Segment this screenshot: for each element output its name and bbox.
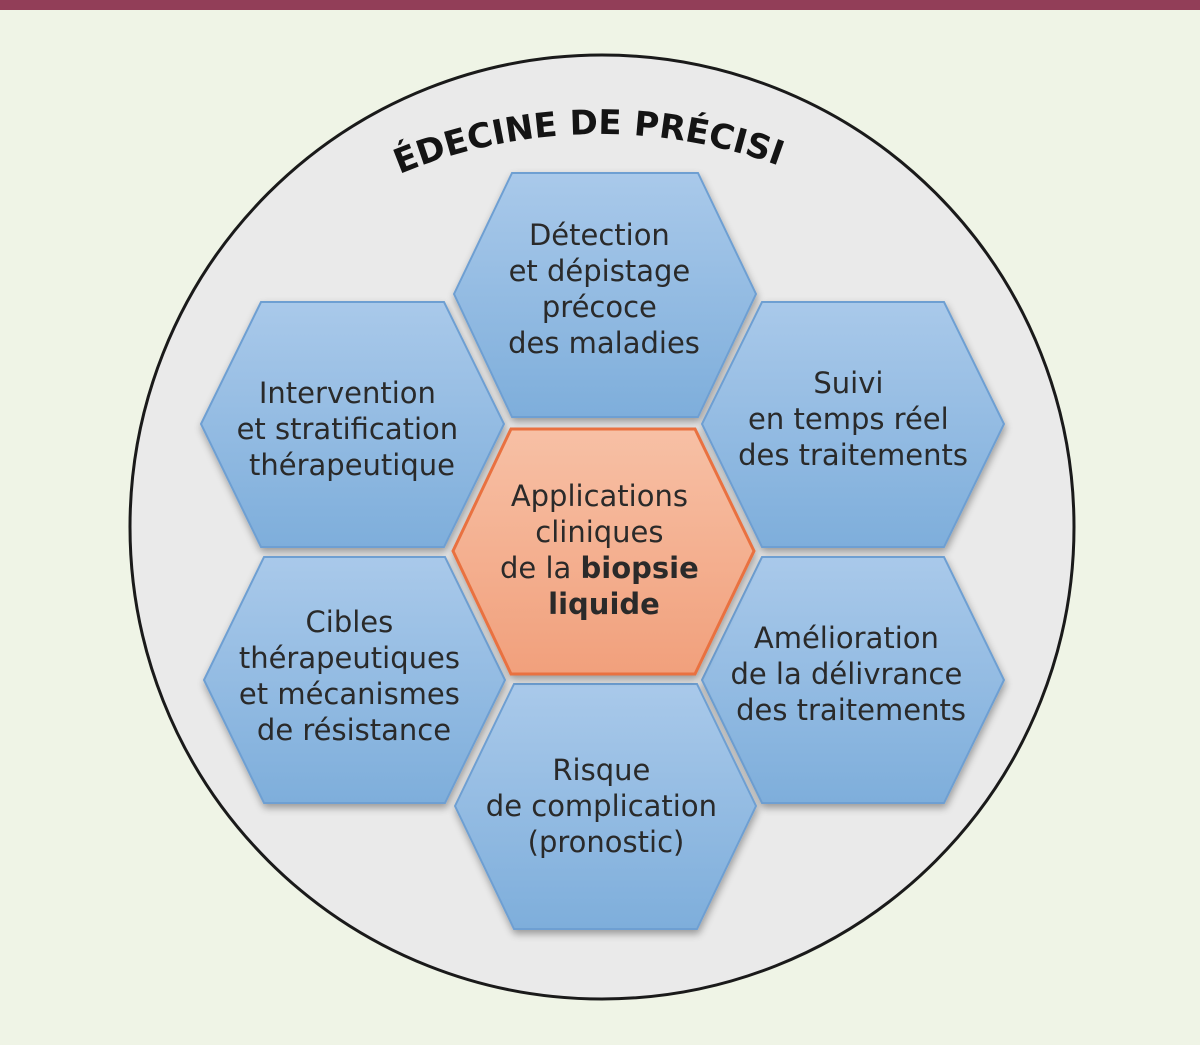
hexagon-early-detection: Détection et dépistage précoce des malad… <box>452 172 758 418</box>
hexagon-intervention-stratification: Intervention et stratification thérapeut… <box>199 301 506 548</box>
hexagon-complication-risk: Risque de complication (pronostic) <box>453 683 758 930</box>
hex-line: de complication <box>486 789 717 823</box>
hexagon-therapeutic-targets: Cibles thérapeutiques et mécanismes de r… <box>202 556 507 804</box>
hexagon-label: Risque de complication (pronostic) <box>486 753 726 859</box>
hex-line: et mécanismes <box>239 677 460 711</box>
center-line-text: Applications <box>511 479 688 513</box>
hex-line: Amélioration <box>754 621 939 655</box>
hex-line: de résistance <box>257 713 451 747</box>
hex-line: thérapeutiques <box>239 641 460 675</box>
hexagon-label: Intervention et stratification thérapeut… <box>237 376 468 482</box>
hex-line: précoce <box>542 290 657 324</box>
hex-line: et stratification <box>237 412 459 446</box>
hexagon-liquid-biopsy-center: Applications cliniques de la biopsie liq… <box>451 427 756 676</box>
hex-line: (pronostic) <box>528 825 685 859</box>
center-line: liquide <box>548 587 660 621</box>
hex-line: Suivi <box>813 366 883 400</box>
hexagon-label: Cibles thérapeutiques et mécanismes de r… <box>239 605 469 747</box>
hexagon-shape <box>451 427 756 676</box>
hex-line: Risque <box>552 753 650 787</box>
hex-line: Détection <box>529 218 670 252</box>
center-line-bold: biopsie <box>581 551 699 585</box>
hexagon-treatment-delivery: Amélioration de la délivrance des traite… <box>700 556 1006 804</box>
hexagon-label: Détection et dépistage précoce des malad… <box>508 218 700 360</box>
hex-line: Intervention <box>259 376 436 410</box>
hexagon-shape <box>199 301 506 548</box>
hexagon-label: Suivi en temps réel des traitements <box>738 366 968 472</box>
hexagon-shape <box>202 556 507 804</box>
hex-line: des traitements <box>738 438 968 472</box>
center-line: de la biopsie <box>500 551 699 585</box>
center-label: Applications cliniques de la biopsie liq… <box>500 479 708 621</box>
center-line-text: cliniques <box>535 515 663 549</box>
center-line: Applications <box>511 479 688 513</box>
hexagon-shape <box>453 683 758 930</box>
hex-line: Cibles <box>306 605 394 639</box>
hexagon-label: Amélioration de la délivrance des traite… <box>730 621 971 727</box>
center-line: cliniques <box>535 515 663 549</box>
hex-line: de la délivrance <box>730 657 962 691</box>
hex-line: thérapeutique <box>249 448 455 482</box>
hexagon-shape <box>700 556 1006 804</box>
hexagon-shape <box>700 301 1006 548</box>
hex-line: en temps réel <box>748 402 949 436</box>
hexagon-real-time-monitoring: Suivi en temps réel des traitements <box>700 301 1006 548</box>
top-accent-bar <box>0 0 1200 10</box>
hexagon-shape <box>452 172 758 418</box>
center-line-bold: liquide <box>548 587 660 621</box>
hex-line: et dépistage <box>509 254 691 288</box>
hex-line: des maladies <box>508 326 700 360</box>
hex-line: des traitements <box>736 693 966 727</box>
center-line-prefix: de la <box>500 551 581 585</box>
